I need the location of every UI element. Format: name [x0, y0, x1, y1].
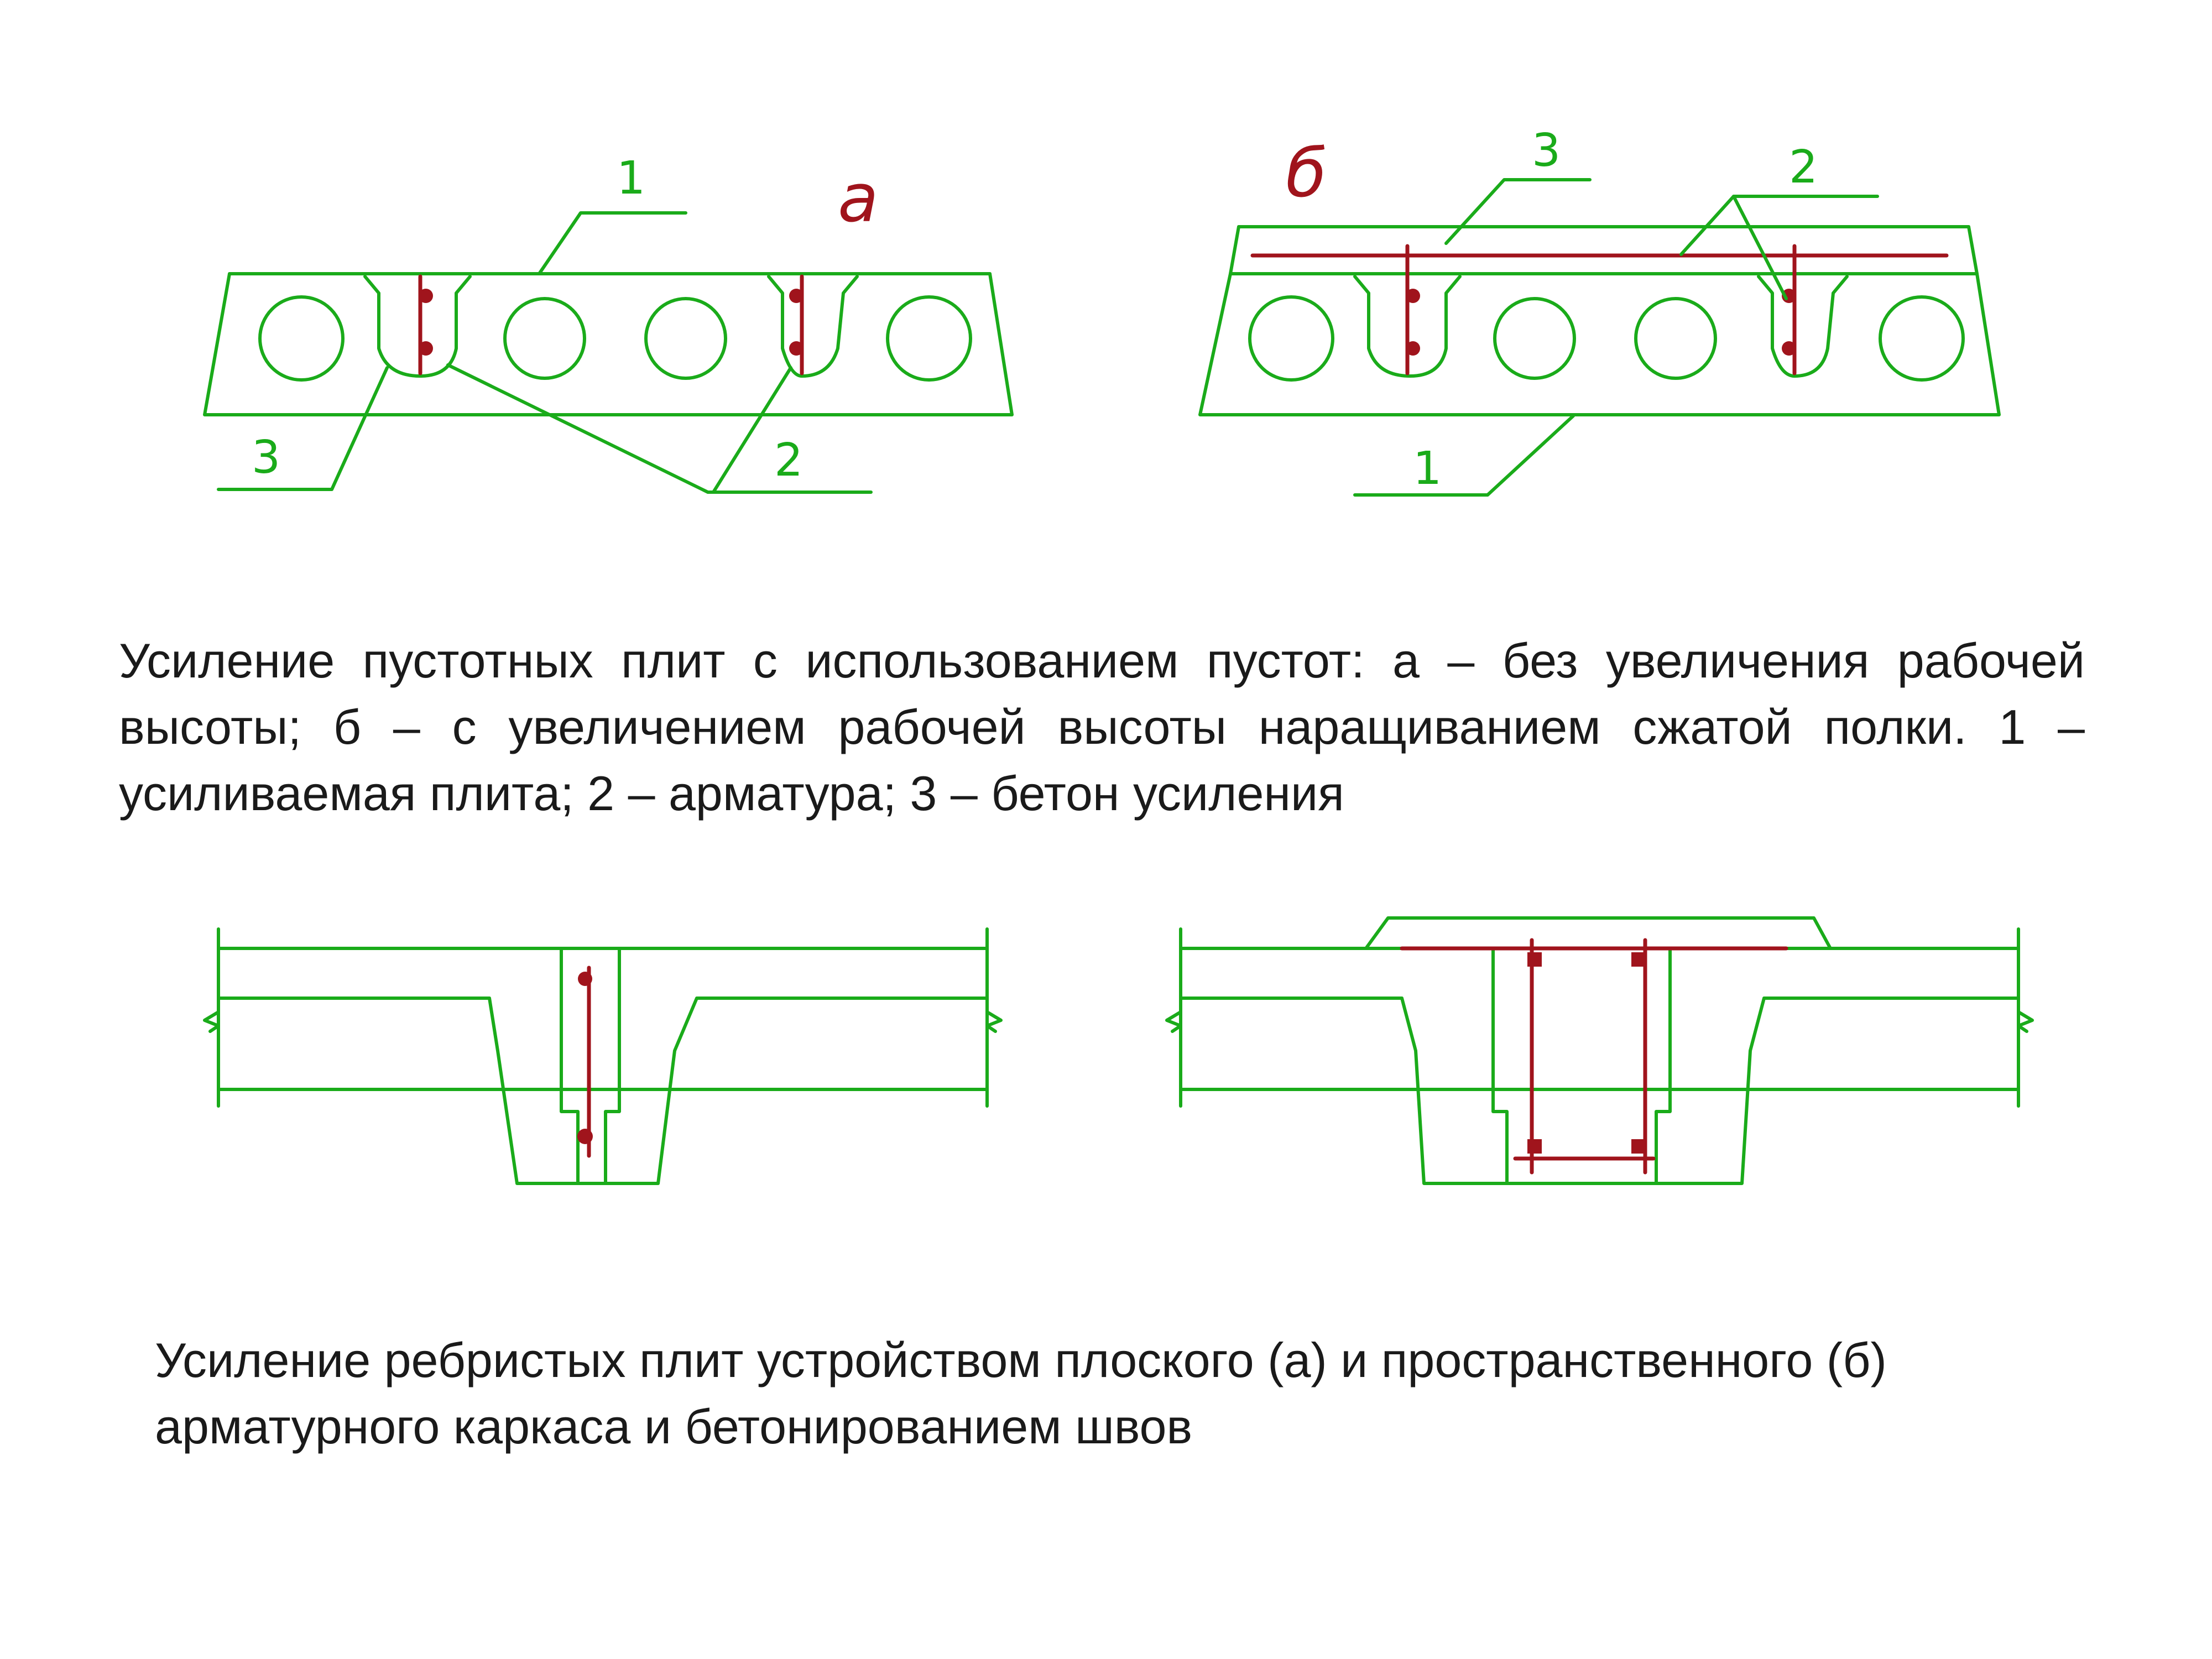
rebar-dot — [1527, 1139, 1542, 1154]
rebar-dot — [577, 1129, 593, 1144]
fig-letter-b: б — [1286, 135, 1327, 212]
void-circle — [1248, 295, 1334, 382]
caption-ribbed-slab: Усиление ребристых плит устройством плос… — [155, 1333, 1887, 1454]
rib-outline — [1179, 997, 2020, 1185]
leader-3 — [1444, 178, 1592, 245]
leader-2 — [446, 363, 873, 494]
caption-hollow-slab: Усиление пустотных плит с использованием… — [119, 633, 2085, 821]
void-circle — [258, 295, 345, 382]
void-circle — [1493, 297, 1576, 380]
void-circle — [886, 295, 972, 382]
rebar-dot — [419, 341, 433, 356]
label-3: 3 — [1532, 124, 1561, 177]
leader-3 — [217, 366, 389, 491]
left-rib — [217, 997, 989, 1185]
filled-void-right — [1757, 275, 1849, 378]
filled-void-left — [1353, 275, 1462, 378]
slab-b-outline — [1198, 272, 2001, 416]
hollow-slab-fig-a: 1 3 2 а — [203, 152, 1014, 494]
leader-1 — [1353, 414, 1575, 497]
break-mark — [2017, 1010, 2034, 1033]
rebar-dot — [419, 289, 433, 303]
added-topping — [1364, 916, 1832, 950]
rebar-dot — [1406, 341, 1420, 356]
void-circle — [1879, 295, 1965, 382]
leader-2b — [1732, 195, 1788, 300]
rebar-dot — [789, 289, 804, 303]
ribbed-slab-spatial-cage — [1165, 916, 2034, 1185]
label-2: 2 — [774, 434, 803, 487]
hollow-slab-fig-b: 3 2 1 б — [1198, 124, 2001, 497]
void-circle — [1634, 297, 1717, 380]
label-1: 1 — [617, 152, 645, 205]
leader-2b — [712, 366, 792, 494]
filled-void-right — [767, 275, 859, 378]
rebar-dot — [1527, 952, 1542, 967]
ribbed-slab-flat-cage — [203, 927, 1003, 1185]
leader-1 — [538, 211, 687, 275]
rebar-dot — [1631, 1139, 1646, 1154]
filled-joint — [604, 947, 621, 1185]
rebar-dot — [1631, 952, 1646, 967]
filled-joint — [1655, 947, 1672, 1185]
fig-letter-a: а — [838, 160, 879, 237]
label-3: 3 — [252, 431, 280, 484]
rebar-dot — [1782, 341, 1796, 356]
slab-a-outline — [203, 272, 1014, 416]
rebar-dot — [578, 972, 592, 986]
void-circle — [644, 297, 727, 380]
label-2: 2 — [1789, 141, 1818, 194]
rebar-dot — [1406, 289, 1420, 303]
filled-void-left — [363, 275, 472, 378]
break-mark — [203, 1010, 220, 1033]
label-1: 1 — [1413, 442, 1442, 495]
break-mark — [1165, 1010, 1182, 1033]
filled-joint — [560, 947, 580, 1185]
void-circle — [503, 297, 586, 380]
filled-joint — [1491, 947, 1509, 1185]
rebar-dot — [789, 341, 804, 356]
added-flange — [1229, 225, 1979, 275]
break-mark — [985, 1010, 1003, 1033]
